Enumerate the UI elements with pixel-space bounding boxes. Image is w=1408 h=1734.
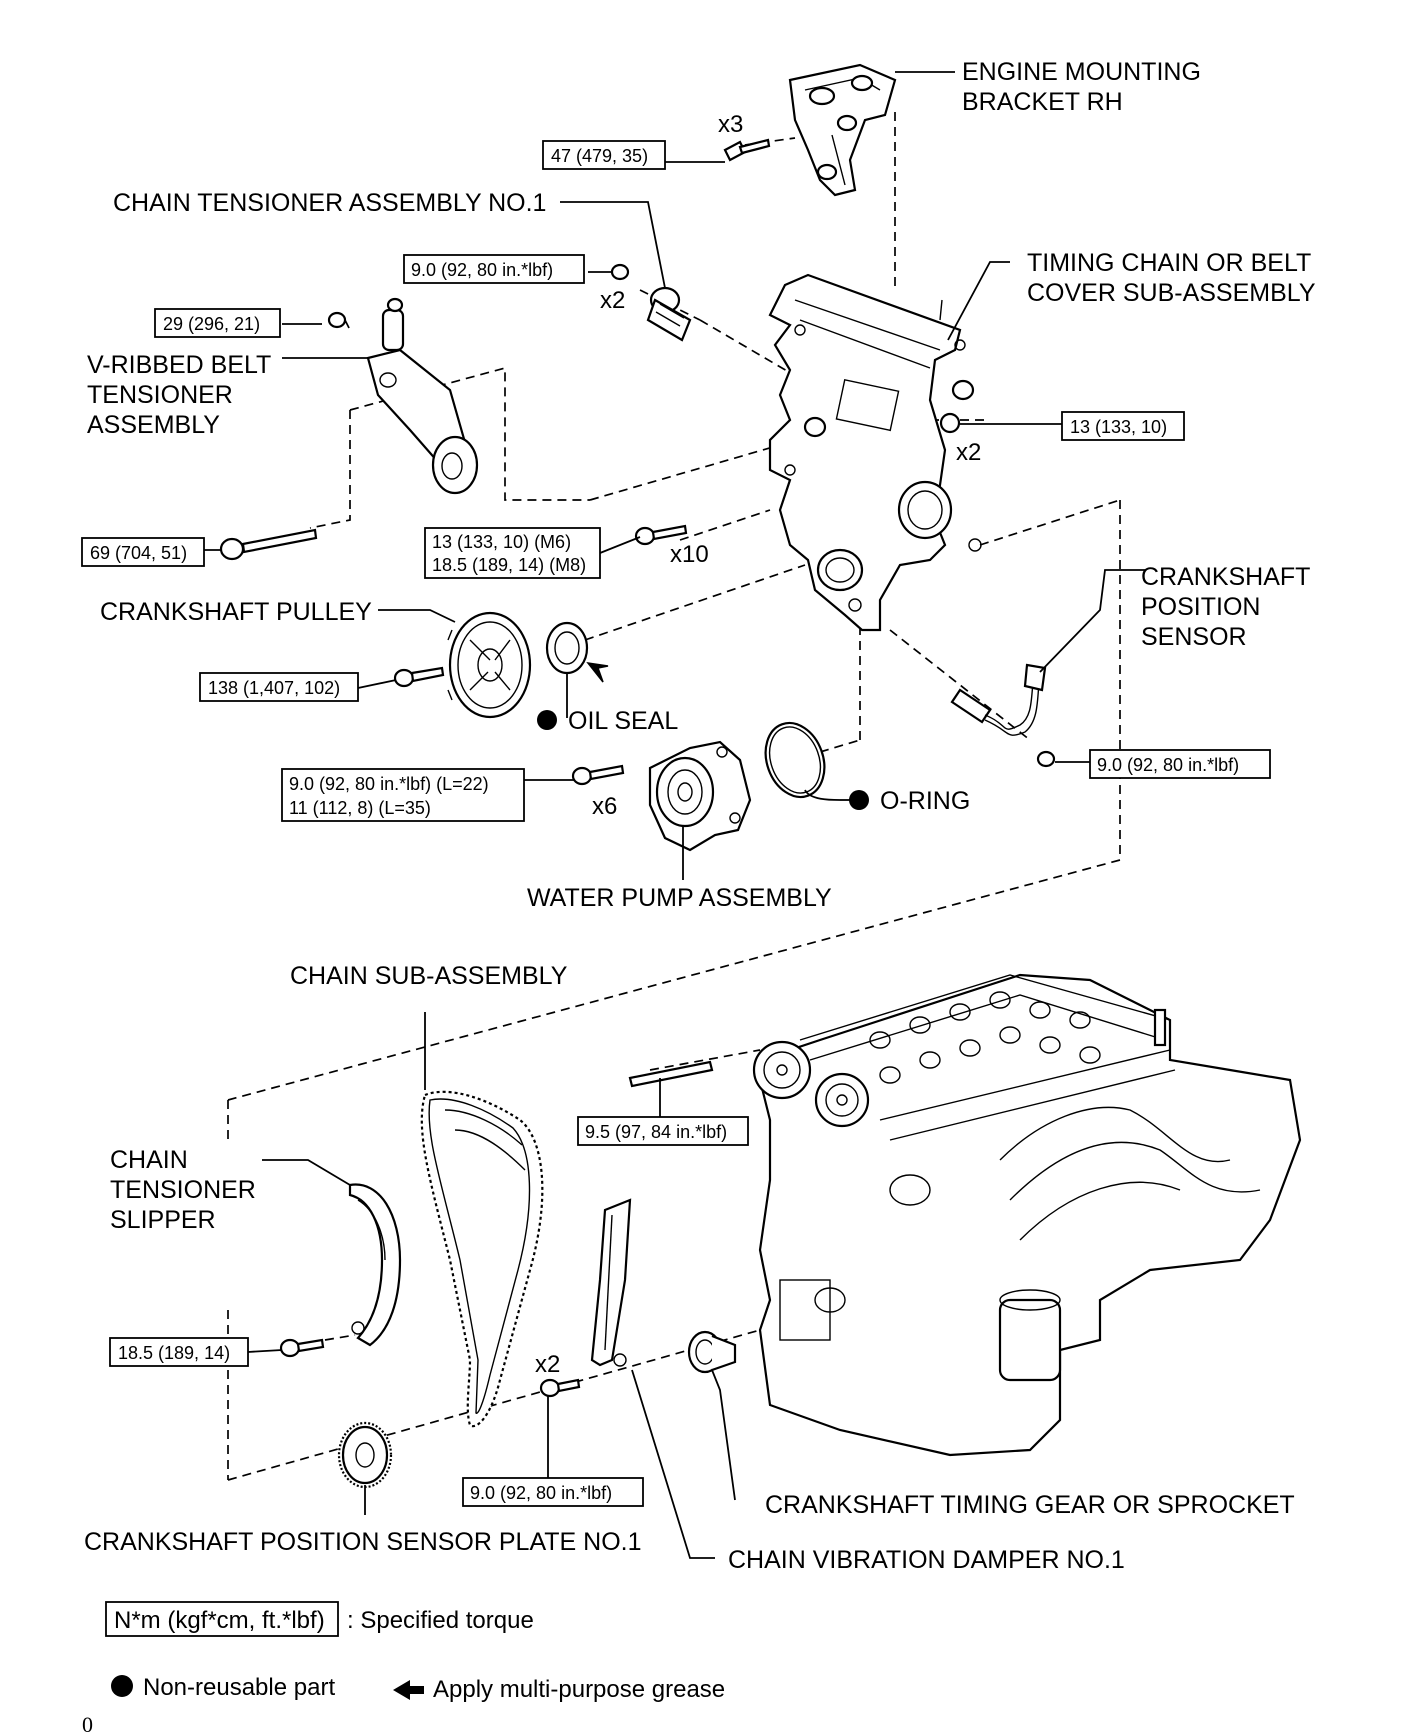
torque-tensioner: 9.0 (92, 80 in.*lbf) xyxy=(411,260,553,280)
legend-torque-units: N*m (kgf*cm, ft.*lbf) xyxy=(114,1607,325,1634)
tensioner-slipper-drawing xyxy=(348,1183,402,1347)
torque-stud: 9.5 (97, 84 in.*lbf) xyxy=(585,1122,727,1142)
torque-cover-bolts-m8: 18.5 (189, 14) (M8) xyxy=(432,555,586,575)
label-vibration-damper: CHAIN VIBRATION DAMPER NO.1 xyxy=(728,1546,1125,1574)
oil-seal-drawing xyxy=(545,621,609,683)
torque-water-pump-l22: 9.0 (92, 80 in.*lbf) (L=22) xyxy=(289,774,489,794)
torque-cover-bolts-m6: 13 (133, 10) (M6) xyxy=(432,532,571,552)
label-slipper-line2: TENSIONER xyxy=(110,1176,256,1204)
torque-boxes: 47 (479, 35) 9.0 (92, 80 in.*lbf) 29 (29… xyxy=(81,140,1271,1507)
torque-box-damper xyxy=(462,1477,644,1507)
o-ring-drawing xyxy=(764,721,826,799)
legend-nonreusable: Non-reusable part xyxy=(143,1674,335,1701)
crankshaft-sensor-drawing xyxy=(950,663,1047,736)
crankshaft-pulley-drawing xyxy=(447,611,532,719)
label-crank-timing-gear: CRANKSHAFT TIMING GEAR OR SPROCKET xyxy=(765,1491,1295,1519)
timing-cover-drawing xyxy=(768,273,982,632)
engine-block-drawing xyxy=(752,973,1302,1457)
label-crank-sensor-line3: SENSOR xyxy=(1141,623,1247,651)
label-slipper-line3: SLIPPER xyxy=(110,1206,216,1234)
torque-box-slipper xyxy=(109,1337,249,1367)
torque-box-cover-bolts xyxy=(424,527,601,579)
engine-mounting-bracket-drawing xyxy=(788,63,897,197)
torque-slipper: 18.5 (189, 14) xyxy=(118,1343,230,1363)
torque-pulley: 138 (1,407, 102) xyxy=(208,678,340,698)
label-crank-sensor-line1: CRANKSHAFT xyxy=(1141,563,1310,591)
torque-water-pump-l35: 11 (112, 8) (L=35) xyxy=(289,798,431,818)
torque-damper: 9.0 (92, 80 in.*lbf) xyxy=(470,1483,612,1503)
label-slipper-line1: CHAIN xyxy=(110,1146,188,1174)
legend-grease: Apply multi-purpose grease xyxy=(433,1676,725,1703)
label-belt-tensioner-line3: ASSEMBLY xyxy=(87,411,220,439)
torque-box-belt-tensioner-bolt xyxy=(81,537,205,567)
qty-bracket: x3 xyxy=(718,111,743,138)
qty-cover-bolts: x10 xyxy=(670,541,709,568)
legend-grease-arrow-icon xyxy=(393,1680,424,1700)
torque-sensor: 9.0 (92, 80 in.*lbf) xyxy=(1097,755,1239,775)
label-crank-pulley: CRANKSHAFT PULLEY xyxy=(100,598,372,626)
qty-water-pump: x6 xyxy=(592,793,617,820)
qty-damper: x2 xyxy=(535,1351,560,1378)
torque-box-bracket xyxy=(542,140,666,170)
leader-lines xyxy=(204,71,1146,1559)
timing-chain-drawing xyxy=(420,1090,544,1428)
torque-box-sensor xyxy=(1089,749,1271,779)
nonreusable-dot-o-ring xyxy=(849,790,869,810)
sensor-plate-drawing xyxy=(337,1421,393,1489)
label-cover-line2: COVER SUB-ASSEMBLY xyxy=(1027,279,1316,307)
water-pump-drawing xyxy=(648,740,752,852)
label-bracket-line2: BRACKET RH xyxy=(962,88,1123,116)
part-labels: ENGINE MOUNTING BRACKET RH CHAIN TENSION… xyxy=(84,58,1316,1574)
legend: N*m (kgf*cm, ft.*lbf) : Specified torque… xyxy=(105,1601,725,1703)
label-belt-tensioner-line2: TENSIONER xyxy=(87,381,233,409)
label-chain-tensioner: CHAIN TENSIONER ASSEMBLY NO.1 xyxy=(113,189,546,217)
page-mark: 0 xyxy=(82,1712,93,1734)
label-o-ring: O-RING xyxy=(880,787,970,815)
label-belt-tensioner-line1: V-RIBBED BELT xyxy=(87,351,271,379)
nonreusable-dot-oil-seal xyxy=(537,710,557,730)
torque-box-belt-tensioner-nut xyxy=(154,308,281,338)
belt-tensioner-drawing xyxy=(327,297,479,495)
crank-timing-gear-drawing xyxy=(687,1330,737,1374)
label-chain: CHAIN SUB-ASSEMBLY xyxy=(290,962,568,990)
torque-bracket: 47 (479, 35) xyxy=(551,146,648,166)
label-oil-seal: OIL SEAL xyxy=(568,707,678,735)
torque-box-tensioner xyxy=(403,254,585,284)
bolts xyxy=(219,138,1056,1398)
qty-cover-nut: x2 xyxy=(956,439,981,466)
quantities: x3 x2 x2 x10 x6 x2 xyxy=(535,111,981,1378)
torque-box-pulley xyxy=(199,672,359,702)
torque-cover-nut: 13 (133, 10) xyxy=(1070,417,1167,437)
label-bracket-line1: ENGINE MOUNTING xyxy=(962,58,1201,86)
torque-belt-tensioner-bolt: 69 (704, 51) xyxy=(90,543,187,563)
legend-nonreusable-dot xyxy=(111,1675,133,1697)
torque-box-water-pump xyxy=(281,768,525,822)
torque-box-stud xyxy=(577,1116,749,1146)
label-crank-sensor-line2: POSITION xyxy=(1141,593,1260,621)
label-sensor-plate: CRANKSHAFT POSITION SENSOR PLATE NO.1 xyxy=(84,1528,642,1556)
label-water-pump: WATER PUMP ASSEMBLY xyxy=(527,884,832,912)
torque-box-cover-nut xyxy=(1061,411,1185,441)
label-cover-line1: TIMING CHAIN OR BELT xyxy=(1027,249,1311,277)
qty-tensioner: x2 xyxy=(600,287,625,314)
legend-torque-desc: : Specified torque xyxy=(347,1607,534,1634)
legend-torque-box xyxy=(105,1601,339,1637)
vibration-damper-drawing xyxy=(590,1198,632,1367)
torque-belt-tensioner-nut: 29 (296, 21) xyxy=(163,314,260,334)
